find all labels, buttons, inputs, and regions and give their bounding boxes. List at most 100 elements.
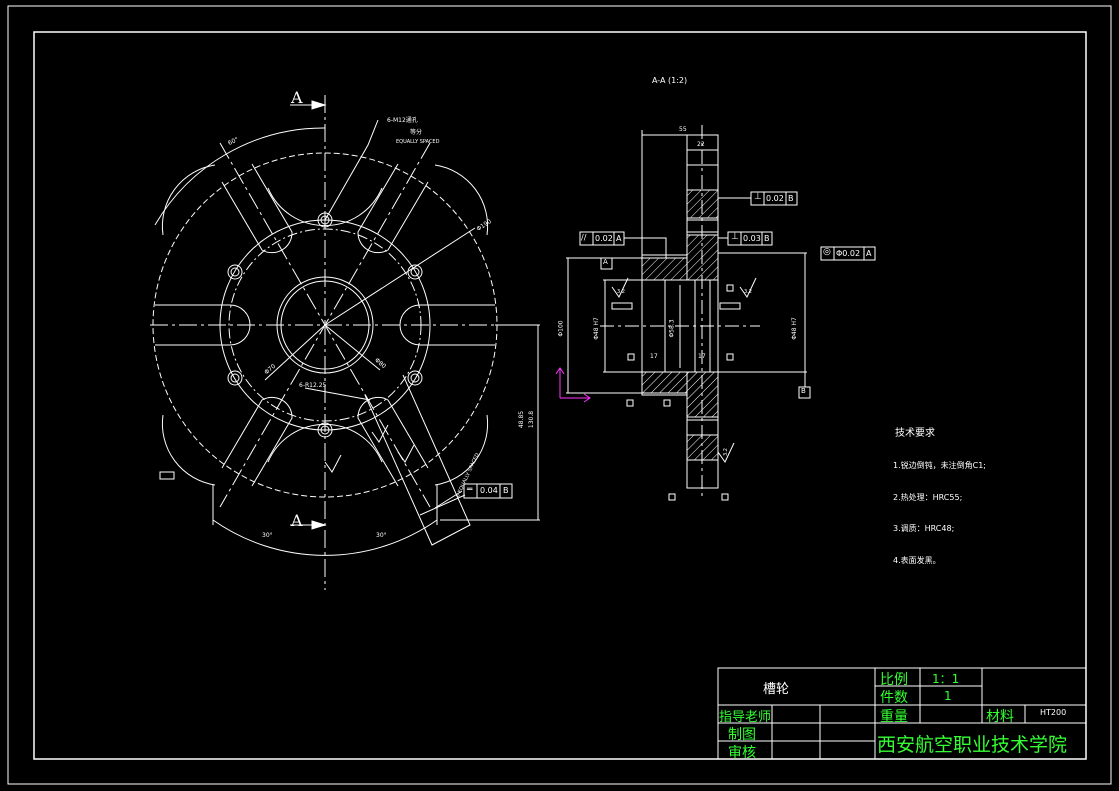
surface-mark [611,302,633,310]
bolt-hole [320,215,330,225]
title-block [717,667,1087,760]
datum-a-label: A [603,258,608,266]
perp2-symbol: ⊥ [731,232,739,242]
hatch-area [641,371,688,394]
slot-bottom-left [221,396,293,487]
perp2-datum: B [764,234,770,243]
leader-dia190 [324,227,476,326]
dim-17b: 17 [698,353,706,360]
slot-dim-lines [364,374,471,546]
roughness-value-2: 3.2 [744,289,752,295]
section-arrow-top [311,100,327,110]
dim-vertical: 48.85 [518,410,526,429]
locking-arc-bottom [267,423,383,463]
bolt-hole [410,267,420,277]
perp1-value: 0.02 [766,194,784,203]
datum-box-a [600,257,613,270]
slot-left [155,304,251,346]
runout-symbol: ◎ [823,247,831,257]
surface-mark [627,353,635,361]
locking-arc-left-bottom [161,414,216,486]
section-arrow-bottom [311,520,327,530]
front-view [150,95,540,590]
drawn-label: 制图 [728,727,756,743]
surface-mark [726,284,734,292]
slot-top-left [221,163,293,254]
section-title: A-A (1:2) [652,76,688,85]
weight-label: 重量 [880,709,908,725]
dim-top-narrow: 22 [697,141,705,148]
bolt-hole [227,370,243,386]
flatness-leader [434,490,463,509]
checked-label: 审核 [728,745,756,761]
runout-datum: A [866,249,872,258]
advisor-label: 指导老师 [719,710,772,725]
leader-dia70 [264,324,326,381]
runout-frame [820,246,876,261]
bolt-hole [320,425,330,435]
bore-outer [276,276,374,374]
locking-arc-right-bottom [434,414,489,486]
bolt-hole [407,264,423,280]
material-value: HT200 [1040,708,1067,717]
roughness-symbol [717,442,735,463]
title-block-frame [717,667,1087,760]
roughness-symbol [397,444,415,463]
bolt-hole [407,370,423,386]
tech-req-title: 技术要求 [895,428,935,439]
par1-datum: A [616,234,622,243]
outer-border [7,5,1112,785]
hatch-area [686,434,719,461]
surface-mark [668,493,676,501]
scale-label: 比例 [880,672,908,688]
leader-hole-note [324,119,379,221]
roughness-symbol [371,424,389,443]
bore-inner [280,280,370,370]
school-name: 西安航空职业技术学院 [877,734,1068,756]
runout-value: Φ0.02 [836,249,861,258]
roughness-value-3: 3.2 [722,448,729,456]
hole-note-line1: 6-M12通孔 [387,117,418,124]
hole-note2: 6-R12.25 [299,382,327,389]
scale-value: 1：1 [932,672,960,686]
flatness-value: 0.04 [480,486,498,495]
material-label: 材料 [986,709,1014,725]
dim-right: Φ48 H7 [790,317,798,340]
dim-left-dia: Φ100 [557,320,565,337]
par1-symbol: // [581,233,587,242]
bolt-hole [317,212,333,228]
dim-angle-left: 30° [262,532,273,539]
perp1-datum: B [788,194,794,203]
roughness-value-1: 3.2 [617,289,625,295]
slot-right [399,304,495,346]
bolt-hole [410,373,420,383]
perp2-value: 0.03 [743,234,761,243]
surface-mark [663,399,671,407]
flatness-frame [463,483,513,499]
angle-dim-arc-bottom [212,519,438,556]
section-view [566,125,876,501]
fcf-leader [624,237,667,258]
par1-value: 0.02 [595,234,613,243]
dim-17a: 17 [650,353,658,360]
hole-note-line3: EQUALLY SPACED [396,139,440,145]
surface-mark [626,399,634,407]
ucs-icon [555,367,591,403]
flatness-datum: B [503,486,509,495]
tech-req-item-1: 1.锐边倒钝，未注倒角C1; [893,461,987,470]
locking-arc-right-top [434,164,489,236]
angle-dim-arc-top [154,127,326,226]
slot-top-right [357,163,429,254]
surface-mark [726,353,734,361]
dim-left2: Φ48 H7 [592,317,600,340]
part-name: 槽轮 [763,682,790,697]
dim-center: Φ58.3 [668,319,676,338]
inner-frame [33,31,1087,760]
surface-mark [721,493,729,501]
roughness-symbol [611,277,629,298]
dim-vertical2: 130.8 [528,410,536,429]
section-mark-bottom: A [291,511,303,530]
leader-r12 [304,387,371,401]
tech-req-item-2: 2.热处理：HRC55; [893,493,963,502]
